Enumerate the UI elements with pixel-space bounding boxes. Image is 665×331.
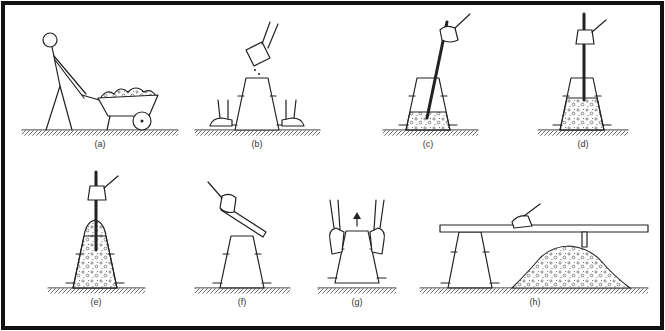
falling-concrete — [254, 69, 256, 71]
ground-hatch — [383, 131, 478, 136]
worker-head — [43, 33, 57, 47]
worker-body — [52, 47, 60, 86]
arm — [208, 182, 222, 198]
arm — [524, 204, 540, 216]
hand — [220, 194, 236, 212]
cone-footrests-handles — [441, 252, 499, 283]
panel-label: (g) — [339, 297, 375, 307]
ground-hatch — [22, 131, 178, 136]
slump-cone — [448, 232, 492, 288]
hand — [440, 26, 458, 42]
panel-label: (c) — [410, 139, 446, 149]
ground-hatch — [48, 289, 145, 294]
slumped-concrete — [512, 246, 630, 288]
panel-label: (h) — [517, 297, 553, 307]
wheelbarrow-tub — [98, 95, 158, 116]
measuring-rule — [582, 232, 587, 247]
ground-hatch — [318, 289, 396, 294]
straightedge — [440, 225, 648, 232]
lift-arrow-shaft — [356, 218, 357, 226]
wheelbarrow-leg — [107, 116, 110, 130]
filling-scoop — [246, 42, 270, 66]
arm — [592, 20, 606, 32]
right-leg — [286, 100, 296, 119]
worker-legs — [46, 86, 72, 130]
scoop-arm — [262, 22, 278, 48]
ground-hatch — [420, 289, 648, 294]
arm — [104, 176, 118, 188]
hand — [512, 216, 532, 228]
slump-cone — [406, 78, 450, 130]
tamping-rod — [583, 14, 586, 100]
cone-footrests-handles — [553, 96, 611, 125]
right-hand — [370, 228, 384, 254]
slump-cone — [560, 78, 604, 130]
left-leg — [218, 100, 228, 119]
concrete-layer — [560, 98, 604, 130]
panel-label: (d) — [565, 139, 601, 149]
cone-footrests-handles — [228, 96, 286, 125]
tamping-rod — [95, 172, 98, 250]
panel-label: (b) — [239, 139, 275, 149]
ground-line — [318, 287, 396, 288]
cone-footrests-handles — [66, 254, 124, 283]
panel-label: (f) — [224, 297, 260, 307]
left-arm — [330, 200, 340, 230]
wheel-hub — [141, 120, 144, 123]
right-shoe — [282, 118, 304, 126]
arm — [455, 14, 470, 28]
panel-label: (a) — [82, 139, 118, 149]
left-hand — [330, 228, 344, 254]
worker-arms — [54, 56, 86, 98]
hand — [576, 30, 594, 44]
slump-cone — [235, 78, 279, 130]
panel-label: (e) — [78, 297, 114, 307]
wheelbarrow-wheel — [133, 112, 151, 130]
frame-border — [3, 3, 662, 328]
left-shoe — [210, 118, 232, 126]
ground-hatch — [538, 131, 628, 136]
cone-footrests-handles — [213, 254, 271, 283]
ground-hatch — [195, 131, 320, 136]
slump-cone — [220, 236, 264, 288]
ground-hatch — [195, 289, 290, 294]
falling-concrete — [258, 73, 260, 75]
right-arm — [374, 200, 384, 230]
hand — [88, 186, 106, 200]
